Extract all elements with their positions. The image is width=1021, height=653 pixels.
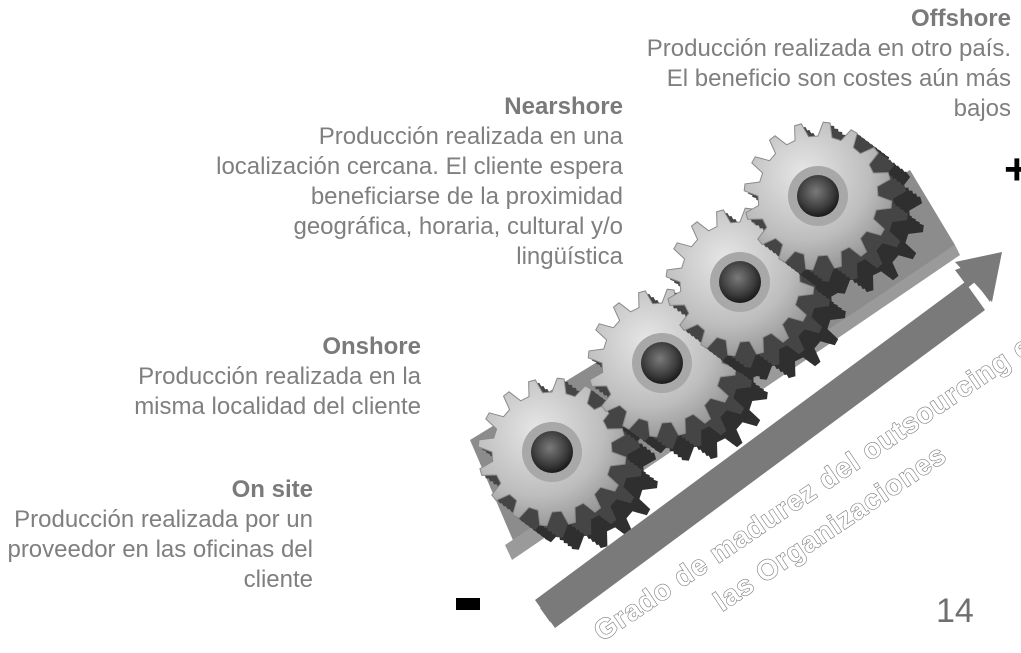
minus-sign: - [456,598,480,610]
offshore-block: Offshore Producción realizada en otro pa… [631,4,1011,124]
plus-sign: + [1004,145,1021,194]
maturity-arrow-shaft [535,282,985,628]
onshore-block: Onshore Producción realizada en la misma… [101,332,421,422]
nearshore-block: Nearshore Producción realizada en una lo… [203,92,623,272]
page-number: 14 [936,592,974,630]
nearshore-title: Nearshore [504,93,623,120]
gear-group [477,121,924,550]
gear-hole [719,261,761,303]
onsite-block: On site Producción realizada por un prov… [0,475,313,595]
gear-hole [641,342,683,384]
onsite-description: Producción realizada por un proveedor en… [7,506,313,593]
arrow-head-icon [955,252,1002,302]
onshore-description: Producción realizada en la misma localid… [134,363,421,420]
onshore-title: Onshore [322,333,421,360]
onsite-title: On site [231,476,313,503]
gear-hole [797,175,839,217]
offshore-title: Offshore [910,5,1011,32]
offshore-description: Producción realizada en otro país. El be… [646,35,1011,122]
gear-hole [531,431,573,473]
nearshore-description: Producción realizada en una localización… [216,123,623,270]
